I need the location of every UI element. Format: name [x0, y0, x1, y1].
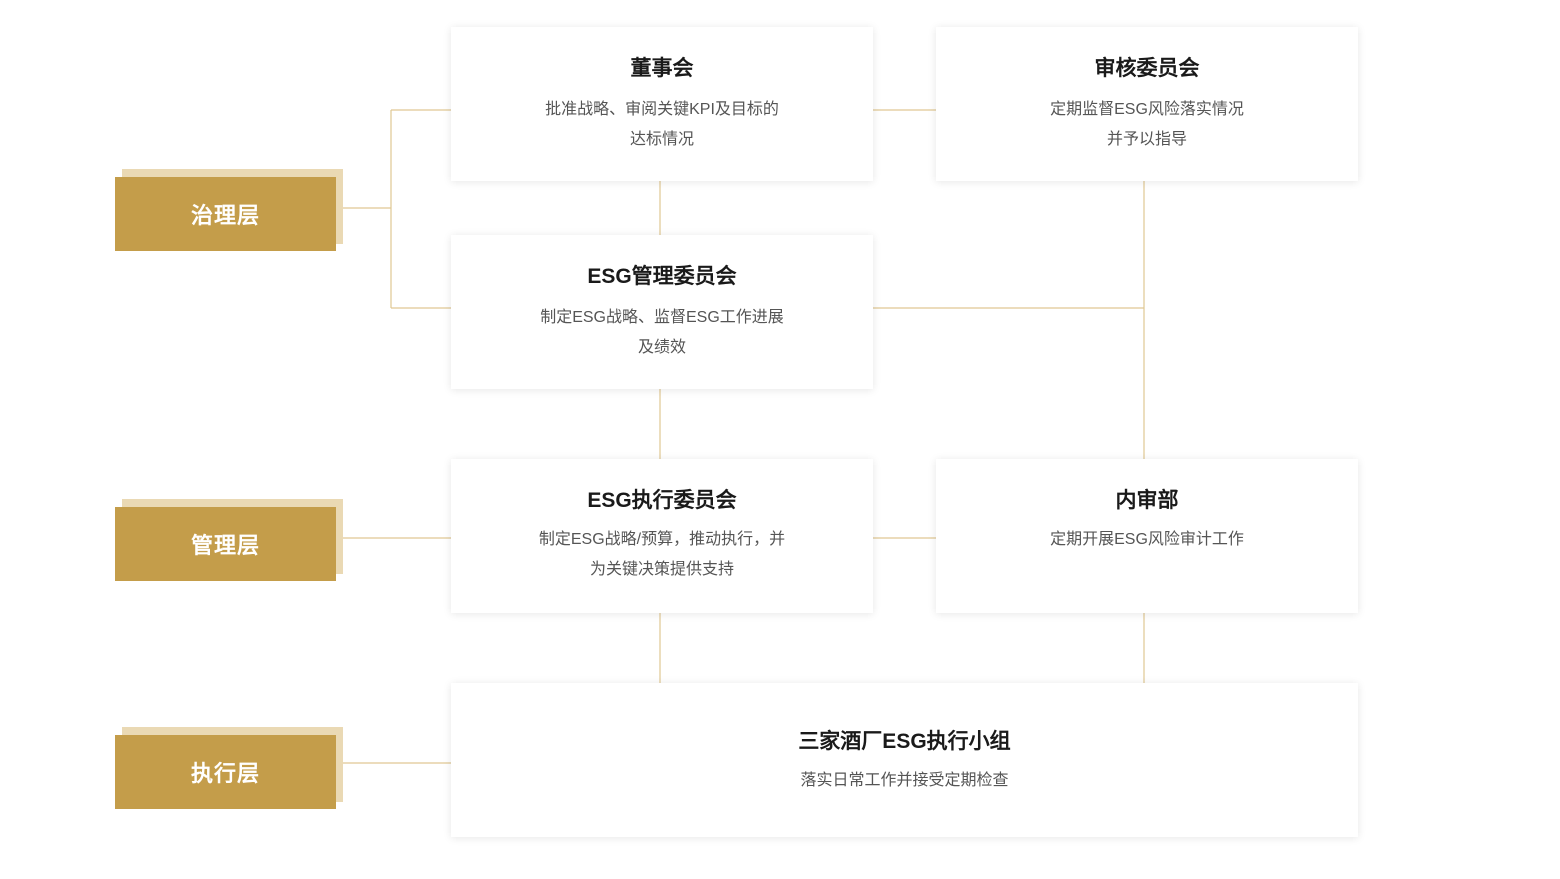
tier-label: 管理层 — [115, 507, 336, 581]
tier-management: 管理层 — [115, 499, 345, 581]
card-desc-line: 并予以指导 — [1106, 131, 1187, 148]
card-desc-line: 定期监督ESG风险落实情况 — [1050, 101, 1244, 118]
card-audit-committee: 审核委员会 定期监督ESG风险落实情况 并予以指导 — [936, 27, 1358, 181]
card-title: 内审部 — [1115, 489, 1179, 512]
card-desc-line: 批准战略、审阅关键KPI及目标的 — [545, 101, 779, 118]
card-description: 制定ESG战略、监督ESG工作进展 及绩效 — [540, 303, 784, 363]
card-esg-management-committee: ESG管理委员会 制定ESG战略、监督ESG工作进展 及绩效 — [451, 235, 873, 389]
card-title: ESG执行委员会 — [587, 489, 737, 512]
card-description: 定期监督ESG风险落实情况 并予以指导 — [1050, 95, 1244, 155]
card-esg-executive-committee: ESG执行委员会 制定ESG战略/预算，推动执行，并 为关键决策提供支持 — [451, 459, 873, 613]
card-description: 定期开展ESG风险审计工作 — [1050, 525, 1244, 555]
card-title: 审核委员会 — [1094, 57, 1200, 80]
card-desc-line: 制定ESG战略/预算，推动执行，并 — [538, 531, 786, 548]
card-desc-line: 及绩效 — [637, 339, 686, 356]
card-title: 董事会 — [630, 57, 694, 80]
card-desc-line: 制定ESG战略、监督ESG工作进展 — [540, 309, 784, 326]
card-description: 落实日常工作并接受定期检查 — [800, 766, 1008, 796]
tier-label: 执行层 — [115, 735, 336, 809]
card-description: 批准战略、审阅关键KPI及目标的 达标情况 — [545, 95, 779, 155]
tier-governance: 治理层 — [115, 169, 345, 251]
card-title: ESG管理委员会 — [587, 265, 737, 288]
card-internal-audit: 内审部 定期开展ESG风险审计工作 — [936, 459, 1358, 613]
card-board: 董事会 批准战略、审阅关键KPI及目标的 达标情况 — [451, 27, 873, 181]
card-distillery-esg-group: 三家酒厂ESG执行小组 落实日常工作并接受定期检查 — [451, 683, 1358, 837]
card-desc-line: 定期开展ESG风险审计工作 — [1050, 531, 1244, 548]
tier-execution: 执行层 — [115, 727, 345, 809]
card-description: 制定ESG战略/预算，推动执行，并 为关键决策提供支持 — [539, 525, 785, 585]
tier-label: 治理层 — [115, 177, 336, 251]
card-title: 三家酒厂ESG执行小组 — [798, 730, 1011, 753]
card-desc-line: 达标情况 — [629, 131, 694, 148]
card-desc-line: 落实日常工作并接受定期检查 — [800, 772, 1009, 789]
card-desc-line: 为关键决策提供支持 — [589, 561, 734, 578]
